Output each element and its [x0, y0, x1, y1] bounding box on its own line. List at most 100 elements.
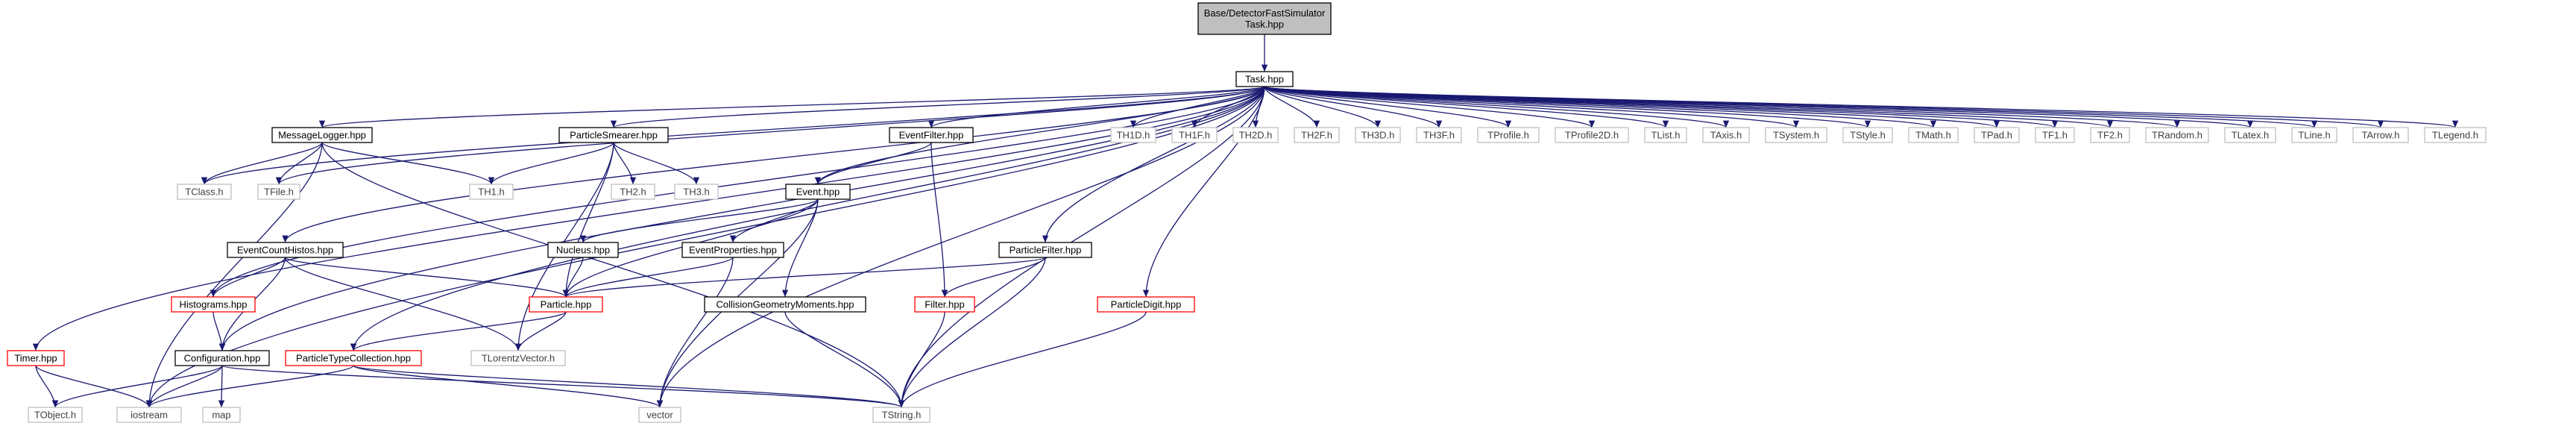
node-box [1416, 127, 1462, 143]
node-box [174, 350, 270, 366]
node-task[interactable]: Task.hpp [1235, 71, 1294, 87]
dependency-edges [32, 34, 2458, 408]
node-box [547, 242, 619, 258]
node-vector: vector [638, 407, 681, 423]
node-label: Particle.hpp [541, 299, 592, 310]
edge-eventcounthistos-to-histograms [210, 257, 286, 298]
node-taxis: TAxis.h [1702, 127, 1750, 143]
edge-task-to-messagelogger [319, 86, 1265, 128]
edge-task-to-tprofile2d [1264, 86, 1595, 128]
node-label: TPad.h [1981, 130, 2012, 141]
node-label: TObject.h [34, 410, 76, 421]
node-filter[interactable]: Filter.hpp [914, 296, 975, 313]
node-eventproperties[interactable]: EventProperties.hpp [681, 242, 784, 258]
edge-particletypecollection-to-iostream [145, 365, 354, 408]
node-tpad: TPad.h [1974, 127, 2020, 143]
edge-task-to-tfile [276, 86, 1265, 185]
edge-task-to-configuration [218, 86, 1265, 351]
node-th2f: TH2F.h [1294, 127, 1340, 143]
edge-particledigit-to-tstring [898, 311, 1147, 408]
node-label: EventFilter.hpp [899, 130, 964, 141]
node-box [1097, 296, 1195, 313]
node-tstring: TString.h [872, 407, 930, 423]
node-messagelogger[interactable]: MessageLogger.hpp [271, 127, 373, 143]
node-box [704, 296, 866, 313]
node-box [2090, 127, 2130, 143]
node-box [1702, 127, 1750, 143]
node-collisiongeometrymoments[interactable]: CollisionGeometryMoments.hpp [704, 296, 866, 313]
edge-configuration-to-tobject [51, 365, 223, 408]
node-label: TProfile.h [1487, 130, 1529, 141]
edge-event-to-nucleus [579, 198, 819, 243]
node-label: ParticleFilter.hpp [1010, 245, 1082, 256]
node-label: TProfile2D.h [1565, 130, 1619, 141]
node-label: TH2F.h [1301, 130, 1332, 141]
node-label: MessageLogger.hpp [278, 130, 366, 141]
node-box [1355, 127, 1401, 143]
node-histograms[interactable]: Histograms.hpp [171, 296, 256, 313]
edge-particletypecollection-to-tstring [353, 365, 904, 408]
node-th2d: TH2D.h [1232, 127, 1279, 143]
node-event[interactable]: Event.hpp [785, 184, 851, 200]
node-label: TH1F.h [1179, 130, 1210, 141]
node-tlatex: TLatex.h [2224, 127, 2276, 143]
edge-particlefilter-to-filter [941, 257, 1046, 298]
node-particlesmearer[interactable]: ParticleSmearer.hpp [558, 127, 669, 143]
node-label: Configuration.hpp [184, 353, 261, 364]
node-tf2: TF2.h [2090, 127, 2130, 143]
node-label: Event.hpp [796, 187, 840, 198]
node-label: TH2.h [620, 187, 646, 198]
node-box [1974, 127, 2020, 143]
node-box [285, 350, 422, 366]
edge-configuration-to-iostream [145, 365, 223, 408]
node-timer[interactable]: Timer.hpp [7, 350, 65, 366]
node-label: TList.h [1651, 130, 1680, 141]
edge-event-to-vector [656, 198, 819, 408]
edge-task-to-timer [32, 86, 1265, 351]
node-box [785, 184, 851, 200]
node-particletypecollection[interactable]: ParticleTypeCollection.hpp [285, 350, 422, 366]
edge-task-to-th2f [1264, 86, 1320, 128]
node-map: map [202, 407, 241, 423]
node-th3d: TH3D.h [1355, 127, 1401, 143]
node-box [257, 184, 300, 200]
edge-event-to-eventproperties [729, 198, 819, 243]
edge-task-to-eventfilter [928, 86, 1265, 128]
node-particledigit[interactable]: ParticleDigit.hpp [1097, 296, 1195, 313]
edge-particlesmearer-to-th2 [613, 142, 637, 185]
node-label: map [212, 410, 230, 421]
node-eventcounthistos[interactable]: EventCountHistos.hpp [227, 242, 344, 258]
node-tarrow: TArrow.h [2352, 127, 2409, 143]
node-label: Task.hpp [1245, 19, 1284, 30]
node-tobject: TObject.h [28, 407, 83, 423]
node-particlefilter[interactable]: ParticleFilter.hpp [998, 242, 1092, 258]
node-label: TH1.h [478, 187, 504, 198]
node-label: vector [646, 410, 673, 421]
edge-histograms-to-configuration [212, 311, 226, 351]
node-box [681, 242, 784, 258]
edge-eventfilter-to-filter [930, 142, 948, 298]
node-box [271, 127, 373, 143]
node-box [171, 296, 256, 313]
node-label: TH3.h [683, 187, 709, 198]
edge-particlefilter-to-tstring [898, 257, 1046, 408]
node-iostream: iostream [116, 407, 182, 423]
node-nucleus[interactable]: Nucleus.hpp [547, 242, 619, 258]
edge-task-to-th3f [1264, 86, 1443, 128]
node-box [1294, 127, 1340, 143]
node-label: TStyle.h [1850, 130, 1886, 141]
node-tf1: TF1.h [2035, 127, 2075, 143]
edge-task-to-particlefilter [1042, 86, 1265, 243]
node-box [1644, 127, 1687, 143]
node-box [2352, 127, 2409, 143]
node-box [2424, 127, 2487, 143]
edge-task-to-tf2 [1264, 86, 2113, 128]
node-label: Base/DetectorFastSimulator [1204, 7, 1326, 19]
node-eventfilter[interactable]: EventFilter.hpp [889, 127, 974, 143]
node-box [116, 407, 182, 423]
node-label: ParticleTypeCollection.hpp [296, 353, 411, 364]
node-configuration[interactable]: Configuration.hpp [174, 350, 270, 366]
node-particle[interactable]: Particle.hpp [529, 296, 603, 313]
node-box [2035, 127, 2075, 143]
